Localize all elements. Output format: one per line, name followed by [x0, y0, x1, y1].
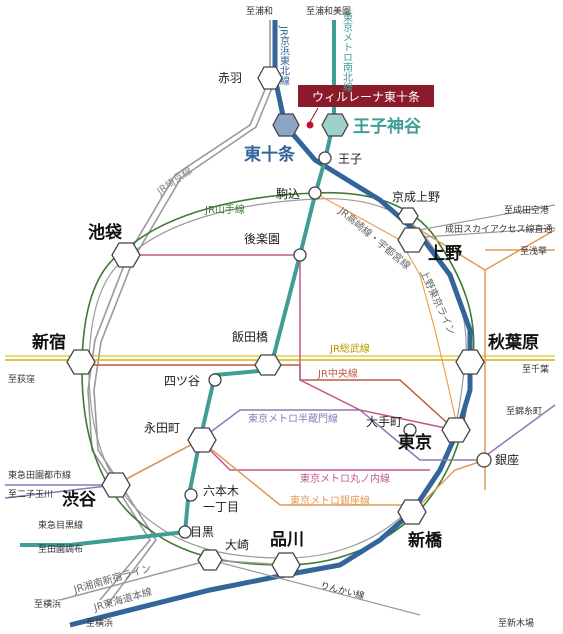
station-oji[interactable] [318, 151, 332, 165]
station-akabane[interactable] [257, 66, 283, 90]
station-osaki[interactable] [197, 549, 223, 571]
dest-narita: 至成田空港 [504, 204, 549, 216]
label-marunouchi: 東京メトロ丸ノ内線 [300, 472, 390, 485]
ginza-line [114, 229, 556, 506]
label-yamanote: JR山手線 [204, 203, 245, 216]
station-ueno[interactable] [397, 227, 427, 253]
label-oji-kamiya: 王子神谷 [353, 116, 422, 137]
label-higashi-jujo: 東十条 [244, 144, 296, 165]
namboku-line [20, 20, 336, 547]
label-ikebukuro: 池袋 [88, 222, 123, 243]
dest-yokohama-1: 至横浜 [34, 598, 61, 610]
station-yotsuya[interactable] [208, 373, 222, 387]
station-shinagawa[interactable] [271, 552, 301, 578]
stations [66, 66, 492, 578]
label-akabane: 赤羽 [218, 71, 242, 85]
station-tokyo[interactable] [441, 417, 471, 443]
station-keisei-ueno[interactable] [397, 207, 419, 225]
label-sobu: JR総武線 [329, 342, 370, 355]
label-ueno: 上野 [428, 244, 462, 264]
label-otemachi: 大手町 [366, 415, 402, 429]
label-shimbashi: 新橋 [408, 530, 443, 551]
label-ginza: 銀座 [495, 452, 519, 467]
dest-urawa: 至浦和 [246, 5, 273, 17]
dest-urawa-misono: 至浦和美園 [306, 5, 351, 17]
station-shimbashi[interactable] [397, 499, 427, 525]
label-saikyo: JR埼京線 [153, 164, 194, 198]
label-akihabara: 秋葉原 [488, 332, 539, 353]
dest-shinkiba: 至新木場 [498, 617, 534, 629]
label-den-en-toshi: 東急田園都市線 [8, 469, 71, 481]
station-iidabashi[interactable] [254, 354, 282, 376]
label-meguro-line: 東急目黒線 [38, 519, 83, 531]
station-meguro[interactable] [178, 525, 192, 539]
station-korakuen[interactable] [293, 248, 307, 262]
takasaki-line [314, 192, 459, 431]
rinkai-line [209, 559, 421, 616]
label-keisei-ueno: 京成上野 [392, 190, 440, 204]
label-meguro: 目黒 [190, 525, 214, 539]
property-banner-label: ウィルレーナ東十条 [312, 90, 420, 104]
label-ginza-line: 東京メトロ銀座線 [290, 494, 370, 507]
station-shibuya[interactable] [101, 472, 131, 498]
dest-yokohama-2: 至横浜 [86, 617, 113, 629]
label-roppongi-2: 一丁目 [203, 500, 239, 514]
label-komagome: 駒込 [276, 187, 300, 201]
label-iidabashi: 飯田橋 [232, 329, 268, 344]
keihin-tohoku-line [69, 20, 473, 628]
label-chuo: JR中央線 [317, 367, 358, 380]
dest-ogikubo: 至荻窪 [8, 373, 35, 385]
station-oji-kamiya[interactable] [321, 113, 349, 137]
station-higashi-jujo[interactable] [272, 113, 300, 137]
station-otemachi[interactable] [403, 423, 417, 437]
label-roppongi-1: 六本木 [203, 484, 239, 498]
station-akihabara[interactable] [455, 349, 485, 375]
label-shinagawa: 品川 [270, 530, 304, 550]
station-nagatacho[interactable] [187, 427, 217, 453]
dest-den-en-chofu: 至田園調布 [38, 543, 83, 555]
label-keisei: 成田スカイアクセス線直通 [445, 223, 553, 235]
station-komagome[interactable] [308, 186, 322, 200]
label-namboku: 東京メトロ南北線 [341, 11, 353, 92]
station-shinjuku[interactable] [66, 349, 96, 375]
dest-kinshicho: 至錦糸町 [506, 405, 542, 417]
label-oji: 王子 [338, 152, 362, 166]
label-rinkai: りんかい線 [319, 579, 366, 602]
property-marker [306, 121, 314, 129]
label-hanzomon: 東京メトロ半蔵門線 [248, 412, 338, 425]
dest-chiba: 至千葉 [522, 363, 549, 375]
label-keihin-tohoku: JR京浜東北線 [278, 25, 290, 86]
property-banner [298, 85, 434, 107]
label-tokyo: 東京 [398, 432, 432, 453]
label-osaki: 大崎 [225, 538, 249, 552]
label-yotsuya: 四ツ谷 [164, 374, 200, 388]
station-roppongi[interactable] [184, 488, 198, 502]
station-ikebukuro[interactable] [111, 242, 141, 268]
saikyo-line [87, 20, 277, 605]
label-shibuya: 渋谷 [62, 489, 97, 510]
dest-futako: 至二子玉川 [8, 489, 53, 500]
station-ginza[interactable] [476, 452, 492, 468]
label-korakuen: 後楽園 [244, 232, 280, 246]
label-shinjuku: 新宿 [32, 332, 66, 353]
label-nagatacho: 永田町 [144, 421, 180, 435]
dest-asakusa: 至浅草 [520, 245, 547, 257]
